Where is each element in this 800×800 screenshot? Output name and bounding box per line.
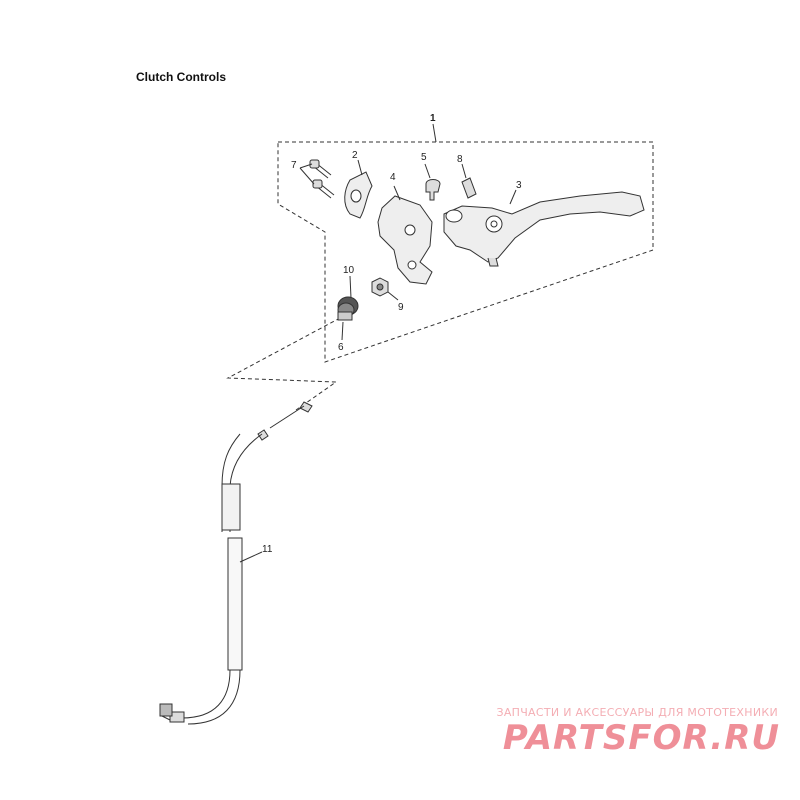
clutch-cable-part-11 (159, 401, 313, 725)
callout-3: 3 (516, 180, 522, 191)
callout-2: 2 (352, 150, 358, 161)
adjuster-part-6 (337, 296, 359, 321)
screw-part-7 (309, 159, 335, 199)
callout-1: 1 (430, 113, 436, 124)
bushing-part-8 (461, 177, 477, 199)
callout-4: 4 (390, 172, 396, 183)
callout-8: 8 (457, 154, 463, 165)
leader-line-2 (357, 159, 363, 176)
leader-line-8 (461, 163, 467, 179)
leader-line-6 (341, 321, 344, 341)
callout-5: 5 (421, 152, 427, 163)
leader-line-11 (239, 551, 263, 563)
callout-9: 9 (398, 302, 404, 313)
leader-line-10 (349, 275, 352, 299)
callout-7: 7 (291, 160, 297, 171)
lever-part-3 (443, 191, 645, 263)
pivot-bolt-part-5 (425, 179, 441, 201)
leader-line-4 (393, 185, 401, 201)
callout-10: 10 (343, 265, 355, 276)
leader-line-3 (509, 189, 517, 205)
leader-line-7 (299, 163, 315, 185)
leader-line-1 (432, 123, 437, 143)
callout-11: 11 (262, 544, 273, 555)
leader-line-9 (387, 291, 399, 301)
diagram-title: Clutch Controls (136, 70, 226, 84)
lever-body-part-4 (377, 195, 433, 285)
watermark-tagline: ЗАПЧАСТИ И АКСЕССУАРЫ ДЛЯ МОТОТЕХНИКИ (496, 706, 778, 719)
connector-dashed-line (226, 317, 341, 411)
leader-line-5 (424, 163, 431, 179)
callout-6: 6 (338, 342, 344, 353)
watermark-logo: PARTSFOR.RU (502, 718, 780, 758)
assembly-boundary (277, 141, 654, 363)
